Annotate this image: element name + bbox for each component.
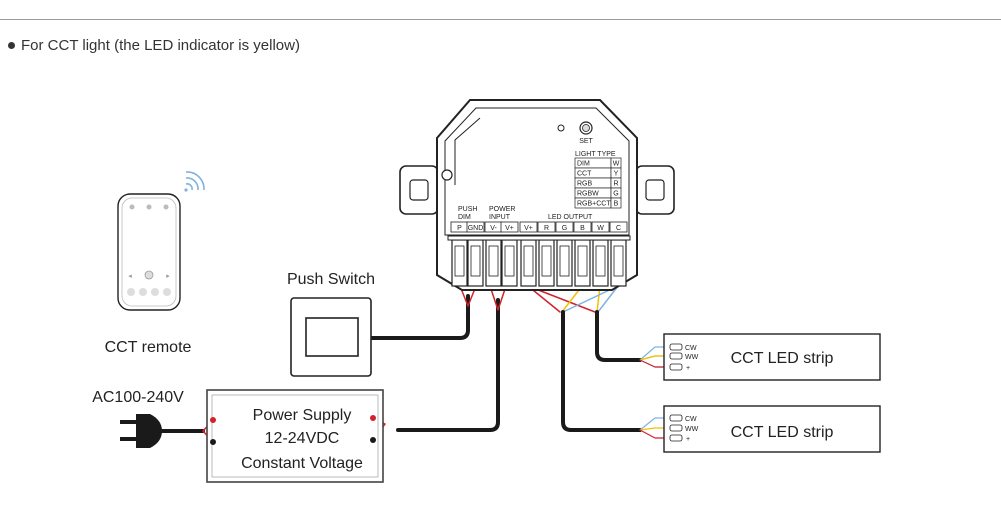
mains-plug: AC100-240V (92, 389, 184, 448)
bullet-icon (8, 41, 15, 49)
terminal-label: V+ (524, 225, 533, 232)
strip-2-pin-plus: + (686, 436, 690, 443)
led-indicator (557, 124, 565, 132)
light-type-name: RGB+CCT (577, 201, 611, 208)
light-type-name: RGB (577, 181, 593, 188)
psu-box (206, 389, 384, 483)
terminal-label: GND (468, 225, 484, 232)
terminal-label: B (580, 225, 585, 232)
terminal-label-box (609, 221, 628, 233)
terminal-label: V- (490, 225, 497, 232)
wire-psu-red (489, 285, 507, 311)
wire-psu-output (396, 298, 500, 432)
power-input-label-1: POWER (489, 206, 515, 213)
wire-out-blue-2 (597, 285, 619, 313)
strip-1-pins: CW WW + (669, 343, 699, 372)
push-switch: Push Switch (287, 271, 375, 377)
terminal-label: W (597, 225, 604, 232)
terminal-label-box (555, 221, 574, 233)
heading-text: For CCT light (the LED indicator is yell… (21, 37, 300, 54)
light-type-code: B (614, 201, 619, 208)
terminal-label-box (500, 221, 519, 233)
psu-line1: Power Supply (253, 407, 352, 424)
section-heading: For CCT light (the LED indicator is yell… (8, 37, 300, 54)
strip-1-label: CCT LED strip (731, 350, 834, 367)
wire-push-switch (358, 294, 470, 340)
cct-remote: ◂ ▸ CCT remote (105, 171, 205, 356)
mains-label: AC100-240V (92, 389, 184, 406)
strip-2-pin-cw: CW (685, 416, 697, 423)
power-supply: Power Supply 12-24VDC Constant Voltage (206, 389, 384, 483)
light-type-name: DIM (577, 161, 590, 168)
terminal-label-box (537, 221, 556, 233)
color-wheel (127, 218, 171, 262)
light-type-code: W (613, 161, 620, 168)
led-strip-1: CW WW + CCT LED strip (663, 333, 881, 381)
terminal-label: C (616, 225, 621, 232)
strip-2-pins: CW WW + (669, 414, 699, 443)
terminal-block: P GND V- V+ V+ R G B W C (447, 221, 631, 287)
terminal-label-box (591, 221, 610, 233)
strip-1-pin-plus: + (686, 365, 690, 372)
terminal-label: V+ (505, 225, 514, 232)
terminal-label-box (573, 221, 592, 233)
terminal-label-box (519, 221, 538, 233)
screw-hole (441, 169, 453, 181)
light-type-name: RGBW (577, 191, 599, 198)
plug-body (136, 414, 162, 448)
push-dim-label-2: DIM (458, 214, 471, 221)
light-type-code: R (613, 181, 618, 188)
top-divider (0, 19, 1001, 20)
light-type-code: G (613, 191, 618, 198)
remote-label: CCT remote (105, 339, 192, 356)
led-strip-2: CW WW + CCT LED strip (663, 405, 881, 453)
push-dim-label-1: PUSH (458, 206, 477, 213)
push-switch-label: Push Switch (287, 271, 375, 288)
wire-push-red (459, 285, 477, 307)
strip-1-box (663, 333, 881, 381)
strip-1-pin-cw: CW (685, 345, 697, 352)
power-input-label-2: INPUT (489, 214, 511, 221)
terminal-label-box (466, 221, 485, 233)
wire-strip-1 (595, 310, 642, 362)
strip-2-label: CCT LED strip (731, 424, 834, 441)
wire-strip-2 (561, 310, 642, 432)
terminal-label: P (457, 225, 462, 232)
strip-1-pin-ww: WW (685, 354, 699, 361)
light-type-code: Y (614, 171, 619, 178)
wireless-signal-icon (185, 171, 205, 191)
strip-2-pin-ww: WW (685, 426, 699, 433)
light-type-name: CCT (577, 171, 592, 178)
svg-text:▸: ▸ (166, 273, 170, 280)
terminal-label: G (562, 225, 567, 232)
led-output-label: LED OUTPUT (548, 214, 593, 221)
light-type-title: LIGHT TYPE (575, 151, 616, 158)
strip-2-box (663, 405, 881, 453)
terminal-label: R (544, 225, 549, 232)
psu-line2: 12-24VDC (265, 430, 340, 447)
set-label: SET (579, 138, 593, 145)
psu-line3: Constant Voltage (241, 455, 363, 472)
svg-text:◂: ◂ (128, 273, 132, 280)
switch-rocker (305, 317, 359, 357)
